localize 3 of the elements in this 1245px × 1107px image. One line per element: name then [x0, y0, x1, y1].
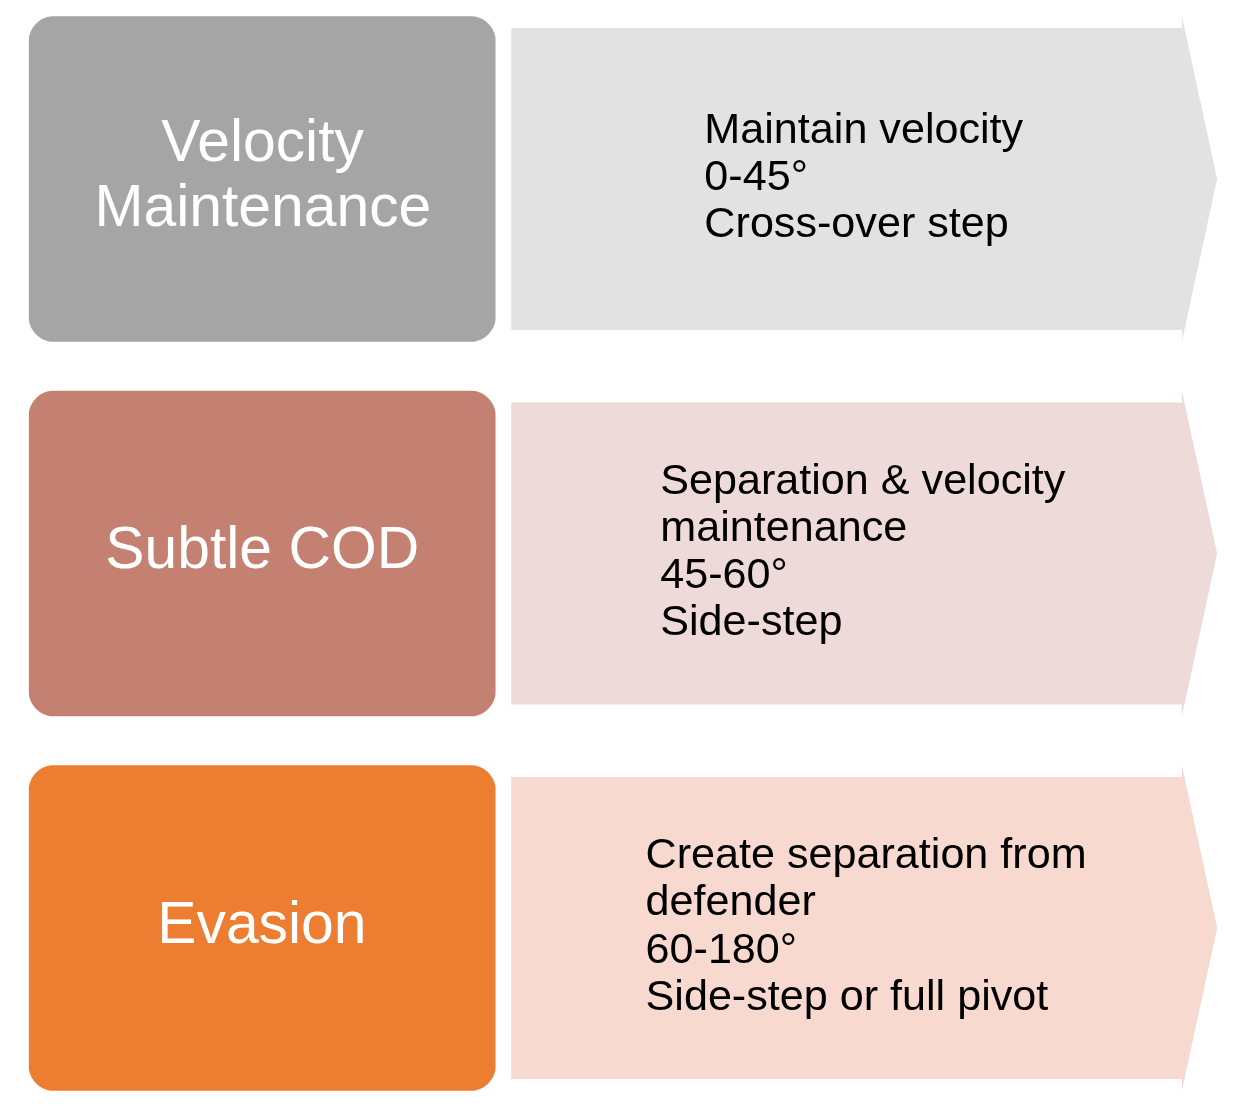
- node-box: Subtle COD: [28, 390, 496, 717]
- node-box: Evasion: [28, 765, 496, 1091]
- node-box: Velocity Maintenance: [28, 16, 496, 342]
